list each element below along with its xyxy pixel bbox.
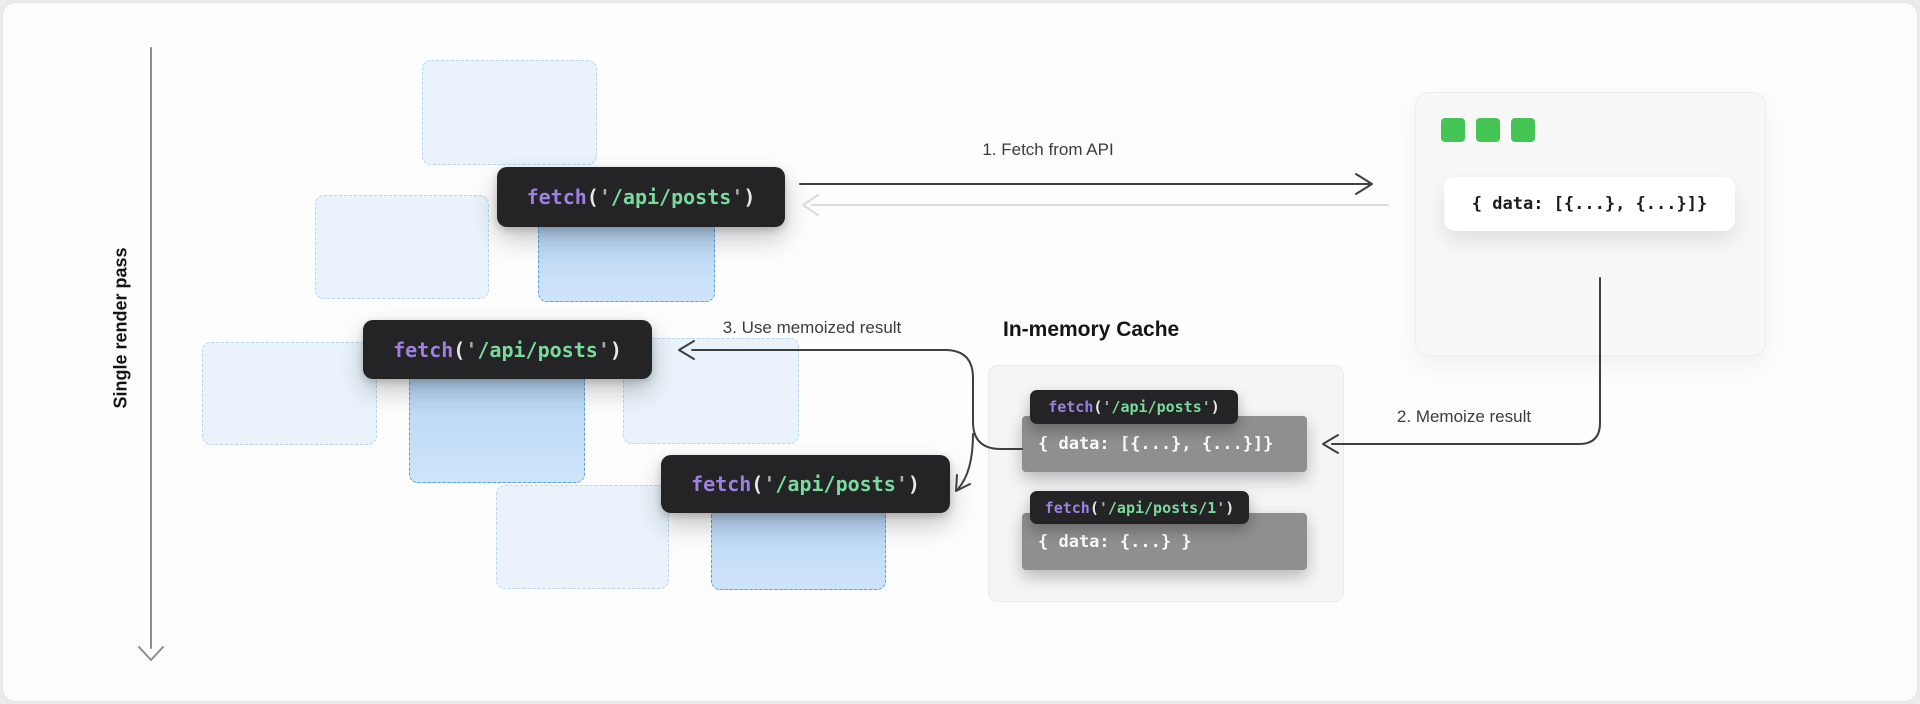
token-paren: ): [907, 472, 920, 496]
token-paren: (: [1093, 398, 1103, 416]
token-quote: ': [763, 472, 776, 496]
token-string: /api/posts: [610, 185, 732, 209]
token-paren: (: [453, 337, 466, 362]
token-paren: ): [1210, 398, 1220, 416]
token-paren: ): [1225, 498, 1235, 517]
token-keyword: fetch: [526, 185, 587, 209]
component-placeholder: [496, 485, 669, 589]
token-keyword: fetch: [1044, 498, 1090, 517]
token-string: /api/posts: [775, 472, 896, 496]
fetch-call-box-1: fetch('/api/posts'): [497, 167, 785, 227]
step2-label: 2. Memoize result: [1396, 407, 1532, 426]
token-quote: ': [1201, 398, 1211, 416]
component-placeholder: [202, 342, 377, 445]
token-string: /api/posts/1: [1107, 498, 1217, 517]
render-pass-axis-label: Single render pass: [110, 247, 131, 409]
token-quote: ': [597, 337, 610, 362]
fetch-call-box-3: fetch('/api/posts'): [661, 455, 950, 513]
api-response-value: { data: [{...}, {...}]}: [1444, 177, 1735, 231]
component-placeholder: [315, 195, 489, 299]
token-paren: ): [743, 185, 756, 209]
step3-label: 3. Use memoized result: [722, 318, 902, 337]
token-quote: ': [731, 185, 744, 209]
token-quote: ': [1098, 498, 1108, 517]
cache-title: In-memory Cache: [1003, 318, 1180, 341]
token-keyword: fetch: [1048, 398, 1094, 416]
token-paren: (: [586, 185, 599, 209]
token-keyword: fetch: [691, 472, 752, 496]
token-paren: ): [609, 337, 622, 362]
server-status-square: [1511, 118, 1535, 142]
cache-entry-key-1: fetch('/api/posts'): [1030, 390, 1238, 424]
server-status-square: [1476, 118, 1500, 142]
component-placeholder: [422, 60, 597, 165]
fetch-call-box-2: fetch('/api/posts'): [363, 320, 652, 379]
step1-label: 1. Fetch from API: [982, 140, 1114, 159]
token-quote: ': [1216, 498, 1226, 517]
cache-entry-key-2: fetch('/api/posts/1'): [1030, 491, 1249, 524]
token-quote: ': [895, 472, 908, 496]
token-quote: ': [465, 337, 478, 362]
token-string: /api/posts: [477, 337, 598, 362]
api-server-card: { data: [{...}, {...}]}: [1415, 92, 1766, 356]
token-paren: (: [1089, 498, 1099, 517]
token-quote: ': [1102, 398, 1112, 416]
token-keyword: fetch: [393, 337, 454, 362]
server-status-square: [1441, 118, 1465, 142]
token-paren: (: [751, 472, 764, 496]
token-string: /api/posts: [1111, 398, 1202, 416]
cache-entry-value-1: { data: [{...}, {...}]}: [1022, 416, 1307, 472]
token-quote: ': [598, 185, 611, 209]
